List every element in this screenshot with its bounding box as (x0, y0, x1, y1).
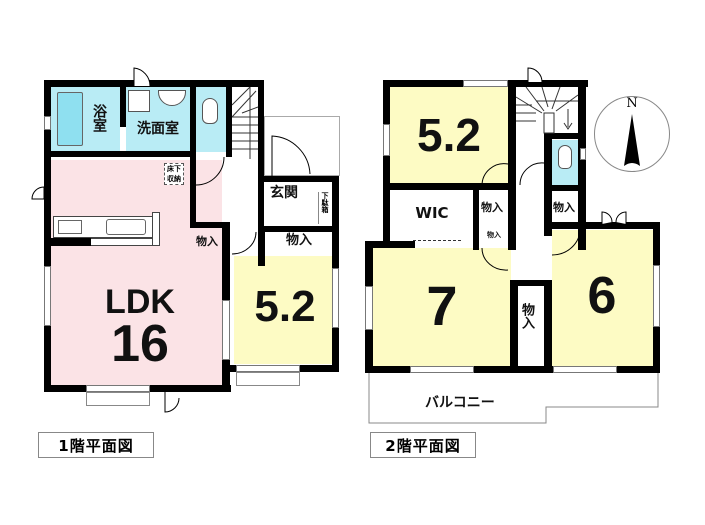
shoe-box-label: 下駄箱 (318, 192, 330, 224)
window (463, 80, 508, 87)
closet-label: 物入 (285, 233, 312, 248)
entrance-label: 玄関 (270, 185, 298, 201)
closet-label: 物入 (487, 231, 501, 239)
ldk-size: 16 (111, 315, 169, 373)
bathtub-icon (57, 92, 83, 146)
window (44, 116, 51, 130)
closet-label: 物入 (481, 201, 503, 214)
floor-1-caption: 1階平面図 (38, 432, 154, 458)
door-swing (527, 67, 543, 83)
toilet-icon (202, 98, 218, 124)
room-north-2f (390, 87, 508, 183)
balcony-label: バルコニー (425, 395, 495, 411)
window (236, 365, 300, 372)
compass-north-label: N (626, 96, 638, 111)
window (44, 266, 51, 326)
closet-label: 物入 (553, 201, 575, 214)
window (553, 366, 617, 373)
washroom-label: 洗面室 (137, 121, 179, 137)
window (410, 366, 474, 373)
closet-label: 物入 (196, 235, 218, 248)
door-swing (481, 247, 509, 271)
balcony-outline (368, 373, 659, 424)
bath-label: 浴室 (91, 104, 107, 132)
window (365, 286, 373, 330)
room-east-2f-size: 6 (587, 267, 617, 325)
toilet-icon (558, 145, 572, 169)
door-swing (231, 231, 257, 255)
door-swing (481, 163, 509, 187)
window (580, 148, 586, 160)
kitchen-sink-icon (106, 219, 146, 235)
compass (594, 96, 670, 172)
underfloor-storage: 床下収納 (164, 163, 184, 185)
room-west-2f (373, 248, 511, 366)
door-swing (601, 211, 627, 224)
western-room-1f-size: 5.2 (254, 282, 316, 331)
door-swing (551, 228, 581, 256)
door-swing (31, 186, 45, 200)
staircase-1f (231, 86, 259, 159)
closet-label: 物入 (519, 303, 534, 329)
door-swing (164, 392, 180, 413)
room-east-2f (552, 230, 654, 366)
door-swing (271, 135, 311, 176)
room-north-2f-size: 5.2 (417, 109, 481, 161)
kitchen-island (90, 238, 160, 246)
stove-icon (58, 220, 82, 234)
door-swing (519, 162, 545, 186)
window (86, 385, 150, 392)
washer-icon (128, 90, 150, 112)
window (653, 265, 660, 327)
western-room-1f (234, 256, 336, 364)
north-arrow-icon (624, 114, 640, 166)
ldk-label: LDK (105, 283, 175, 321)
door-swing (195, 156, 225, 186)
porch (264, 116, 340, 176)
door-swing (133, 67, 151, 87)
window (332, 268, 339, 328)
floor-2-caption: 2階平面図 (370, 432, 476, 458)
wic-label: WIC (415, 204, 449, 222)
window (383, 124, 390, 156)
room-west-2f-size: 7 (426, 274, 458, 337)
staircase-2f (515, 86, 579, 134)
